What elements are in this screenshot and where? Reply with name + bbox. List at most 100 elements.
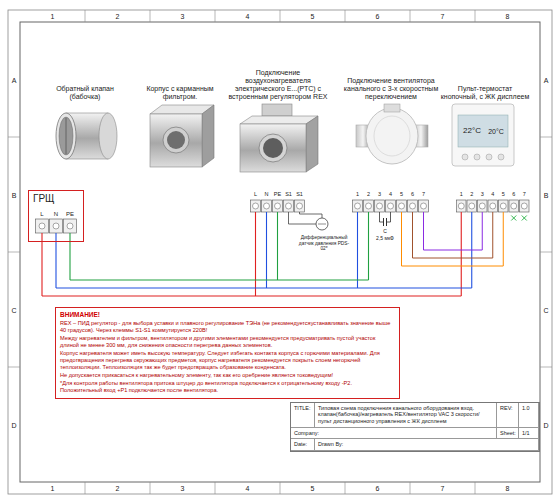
capacitor-label: C [383, 229, 387, 234]
frame-tick [540, 137, 552, 138]
frame-tick [215, 10, 216, 22]
pin-label: 3 [481, 192, 484, 198]
capacitor-value: 2,5 мкФ [376, 236, 394, 241]
pin-label: 6 [411, 192, 414, 198]
terminal [397, 200, 407, 212]
frame-tick [150, 482, 151, 494]
zone-number: 6 [376, 485, 380, 492]
heater-spigot [259, 134, 287, 162]
title-cell: REV: [497, 403, 519, 428]
pin-label: 5 [502, 192, 505, 198]
frame-inner [20, 22, 540, 482]
drop-wire [69, 233, 70, 280]
frame-tick [85, 10, 86, 22]
zone-number: 5 [311, 485, 315, 492]
frame-tick [410, 10, 411, 22]
valve-illustration [56, 113, 117, 159]
warning-text: *Для контроля работы вентилятора притока… [60, 380, 395, 393]
terminal-block [251, 200, 305, 212]
pin-label: 1 [460, 192, 463, 198]
heater-top [240, 116, 318, 124]
pin-label: L [40, 211, 43, 217]
zone-number: 2 [116, 13, 120, 20]
zone-letter: C [543, 306, 548, 313]
frame-tick [150, 10, 151, 22]
pin-label: L [254, 192, 257, 198]
terminal-screw [366, 203, 372, 209]
drop-wire [41, 233, 42, 296]
heater-controller [262, 104, 292, 116]
capacitor-lead [387, 212, 391, 222]
terminal [36, 219, 49, 233]
zone-number: 4 [246, 13, 250, 20]
valve-opening [56, 113, 76, 159]
sensor-wire [300, 212, 323, 218]
filter-spigot-hole [167, 131, 185, 149]
fan-ring [374, 116, 410, 156]
capacitor-lead [380, 212, 384, 222]
pin-label: 2 [470, 192, 473, 198]
panel-name: ГРЩ [33, 193, 79, 204]
terminal [419, 200, 429, 212]
terminal-screw [39, 223, 45, 229]
warning-heading: ВНИМАНИЕ! [60, 311, 395, 319]
photo-caption: Пульт-термостат кнопочный, с ЖК дисплеем [440, 85, 530, 101]
thermostat-illustration [452, 104, 514, 166]
title-block: TITLE:Типовая схема подключения канально… [290, 402, 540, 452]
filter-side [202, 105, 214, 167]
frame-tick [85, 482, 86, 494]
pin-label: PE [66, 211, 74, 217]
zone-number: 3 [181, 13, 185, 20]
terminal [50, 219, 63, 233]
filter-front [150, 114, 202, 167]
display-reading: 20°C [488, 128, 504, 135]
heater-spigot-hole [263, 138, 283, 158]
terminal [467, 200, 477, 212]
zone-number: 8 [506, 13, 510, 20]
terminal-block [353, 200, 429, 212]
unused-mark [522, 216, 527, 221]
display-reading: 22°C [463, 127, 481, 135]
terminal [488, 200, 498, 212]
zone-letter: A [544, 76, 549, 83]
terminal [364, 200, 374, 212]
component-photo: Пульт-термостат кнопочный, с ЖК дисплеем [440, 85, 530, 169]
valve-inner [59, 117, 73, 155]
warning-text: Корпус нагревателя может иметь высокую т… [60, 350, 395, 370]
drop-wire [357, 212, 358, 288]
terminal-screw [500, 203, 506, 209]
drop-wire [368, 212, 369, 280]
frame-tick [215, 482, 216, 494]
capacitor-symbol [383, 218, 384, 226]
drop-wire [277, 212, 278, 280]
bus-wire [56, 287, 472, 288]
terminal-screw [469, 203, 475, 209]
thermostat-button [462, 154, 468, 160]
terminal [478, 200, 488, 212]
zone-number: 6 [376, 13, 380, 20]
title-cell: Типовая схема подключения канального обо… [315, 403, 497, 428]
terminal [64, 219, 77, 233]
terminal-screw [511, 203, 517, 209]
speed-wire [424, 212, 483, 250]
terminal [375, 200, 385, 212]
photo-caption: Подключение вентилятора канального с 3-х… [338, 77, 444, 101]
pin-label: 4 [491, 192, 494, 198]
terminal [408, 200, 418, 212]
warning-note: ВНИМАНИЕ!REX – ПИД регулятор - для выбор… [55, 307, 400, 399]
speed-wire [402, 212, 504, 266]
frame-tick [540, 252, 552, 253]
zone-letter: B [544, 191, 549, 198]
zone-number: 1 [51, 13, 55, 20]
pin-label: 7 [422, 192, 425, 198]
warning-text: Не допускается прикасаться к нагреватель… [60, 372, 395, 379]
pin-label: 7 [523, 192, 526, 198]
speed-wire [413, 212, 493, 258]
fan-illustration [356, 104, 428, 164]
drop-wire [461, 212, 462, 296]
terminal-screw [275, 203, 281, 209]
photo-caption: Обратный клапан (бабочка) [40, 85, 130, 101]
heater-side [306, 116, 318, 172]
frame-tick [8, 367, 20, 368]
title-cell: Drawn By: [315, 439, 539, 451]
